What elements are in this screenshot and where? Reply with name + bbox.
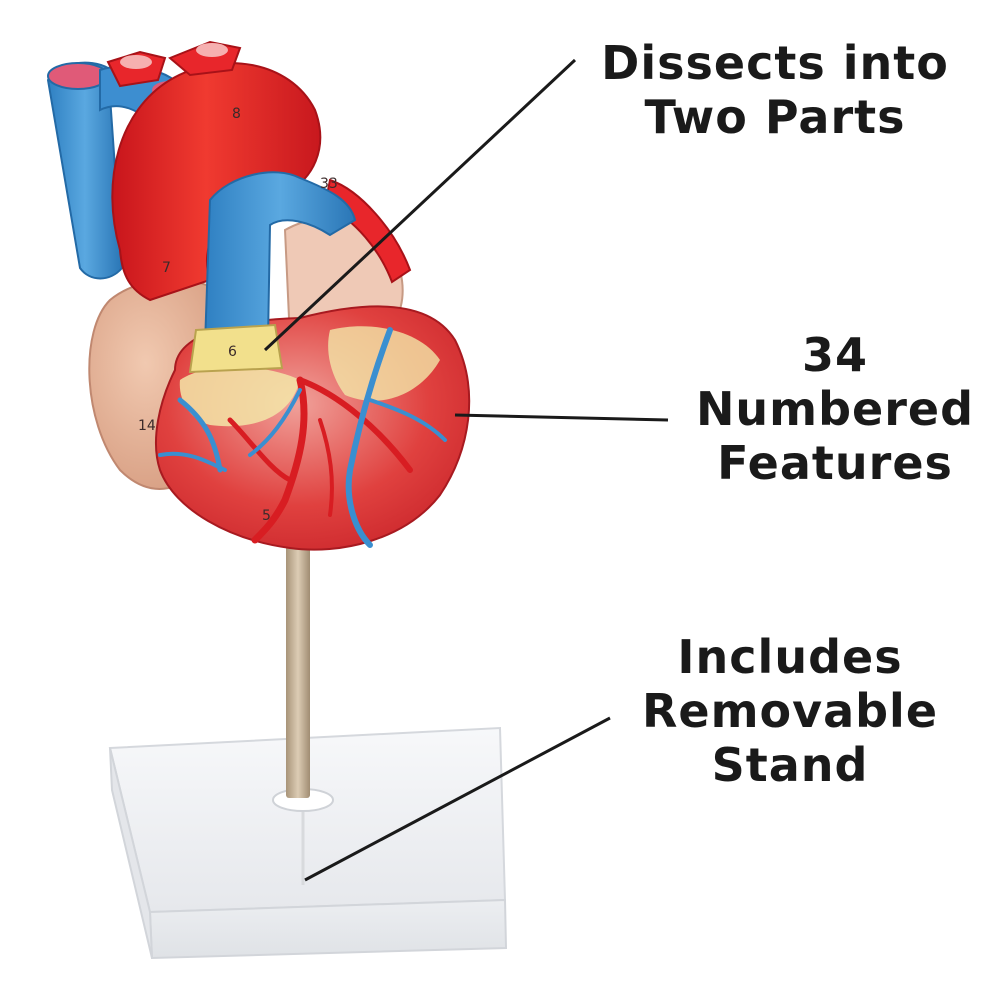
callout-stand-line3: Stand (711, 738, 869, 792)
model-number-14: 14 (138, 418, 156, 434)
callout-stand-line1: Includes (677, 630, 903, 684)
callout-features-line1: 34 (801, 328, 868, 382)
callout-features: 34 Numbered Features (680, 328, 990, 490)
callout-line-stand (304, 716, 611, 882)
callout-dissects-line2: Two Parts (644, 90, 906, 144)
callout-dissects: Dissects into Two Parts (560, 36, 990, 144)
callout-features-line2: Numbered (695, 382, 975, 436)
pulmonary-trunk (203, 171, 357, 347)
model-number-8: 8 (232, 106, 241, 122)
model-number-5: 5 (262, 508, 271, 524)
model-number-6: 6 (228, 344, 237, 360)
callout-line-dissects (263, 58, 577, 352)
stand-base (108, 726, 508, 960)
stand-rod (286, 540, 310, 798)
model-number-7: 7 (162, 260, 171, 276)
coronary-vessels (158, 327, 447, 548)
callout-stand: Includes Removable Stand (600, 630, 980, 792)
heart-model: 6 7 8 33 5 14 (46, 40, 471, 551)
model-number-33: 33 (320, 176, 338, 192)
callout-line-features (454, 413, 669, 422)
callout-dissects-line1: Dissects into (601, 36, 949, 90)
dissection-band (188, 323, 284, 374)
callout-features-line3: Features (717, 436, 953, 490)
callout-stand-line2: Removable (641, 684, 939, 738)
